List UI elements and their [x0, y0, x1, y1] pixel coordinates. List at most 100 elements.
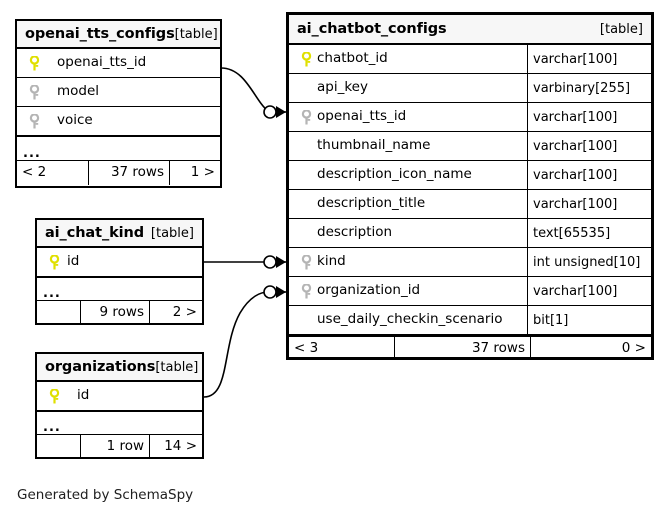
column-name-cell: description_title: [289, 190, 527, 218]
column-name-cell: api_key: [289, 74, 527, 102]
next-page-button[interactable]: 0 >: [530, 337, 651, 360]
column-name: openai_tts_id: [57, 54, 147, 71]
table-row[interactable]: api_key varbinary[255]: [289, 74, 651, 103]
next-page-button[interactable]: 1 >: [169, 161, 220, 185]
table-ai-chatbot-configs[interactable]: ai_chatbot_configs [table] chatbot_id va…: [286, 12, 654, 360]
table-row[interactable]: thumbnail_name varchar[100]: [289, 132, 651, 161]
generated-by-label: Generated by SchemaSpy: [17, 487, 194, 503]
more-columns-indicator: ...: [37, 411, 202, 435]
next-page-button[interactable]: 14 >: [149, 435, 202, 458]
prev-page-button[interactable]: < 2: [22, 164, 47, 181]
table-title: organizations: [45, 358, 156, 375]
column-name-cell: description: [289, 219, 527, 247]
column-name-cell: kind: [289, 248, 527, 276]
table-openai-tts-configs[interactable]: openai_tts_configs [table] openai_tts_id: [15, 19, 222, 188]
row-count-label: 1 row: [80, 435, 149, 458]
table-row[interactable]: description_title varchar[100]: [289, 190, 651, 219]
table-type-tag: [table]: [150, 225, 194, 241]
table-row[interactable]: kind int unsigned[10]: [289, 248, 651, 277]
column-name-cell: id: [37, 248, 202, 276]
column-name: openai_tts_id: [317, 108, 407, 125]
column-name: voice: [57, 112, 93, 129]
column-type: varchar[100]: [527, 45, 651, 73]
table-header-organizations: organizations [table]: [37, 354, 202, 382]
column-type: int unsigned[10]: [527, 248, 651, 276]
table-footer-openai-tts-configs: < 2 37 rows 1 >: [17, 161, 220, 185]
column-name-cell: thumbnail_name: [289, 132, 527, 160]
primary-key-icon: [43, 254, 65, 270]
prev-page-button[interactable]: [37, 301, 80, 324]
table-row[interactable]: openai_tts_id: [17, 49, 220, 78]
table-footer-ai-chat-kind: 9 rows 2 >: [37, 301, 202, 324]
cardinality-markers: [263, 105, 286, 299]
column-name: organization_id: [317, 282, 421, 299]
column-type: text[65535]: [527, 219, 651, 247]
column-name: id: [67, 253, 80, 270]
next-page-button[interactable]: 2 >: [149, 301, 202, 324]
column-name-cell: use_daily_checkin_scenario: [289, 306, 527, 334]
edge-openai-tts: [220, 67, 269, 112]
prev-page-button[interactable]: [37, 435, 80, 458]
column-name-cell: openai_tts_id: [289, 103, 527, 131]
table-row[interactable]: chatbot_id varchar[100]: [289, 45, 651, 74]
prev-page-button[interactable]: < 3: [294, 339, 319, 356]
table-row[interactable]: use_daily_checkin_scenario bit[1]: [289, 306, 651, 335]
column-name-cell: id: [37, 382, 202, 410]
column-name: use_daily_checkin_scenario: [317, 311, 503, 328]
table-row[interactable]: openai_tts_id varchar[100]: [289, 103, 651, 132]
table-organizations[interactable]: organizations [table] id ... 1 row 14 >: [35, 352, 204, 459]
row-count-label: 37 rows: [394, 337, 530, 360]
more-columns-indicator: ...: [37, 277, 202, 301]
table-row[interactable]: description text[65535]: [289, 219, 651, 248]
column-name: description_title: [317, 195, 426, 212]
foreign-key-icon: [295, 254, 317, 270]
table-row[interactable]: id: [37, 248, 202, 277]
column-name-cell: organization_id: [289, 277, 527, 305]
table-title: ai_chat_kind: [45, 224, 145, 241]
table-row[interactable]: id: [37, 382, 202, 411]
column-type: varchar[100]: [527, 132, 651, 160]
column-name: description: [317, 224, 393, 241]
column-type: bit[1]: [527, 306, 651, 334]
column-name: kind: [317, 253, 346, 270]
primary-key-icon: [23, 55, 45, 71]
foreign-key-icon: [295, 283, 317, 299]
foreign-key-icon: [295, 109, 317, 125]
column-name-cell: model: [17, 78, 220, 106]
column-name-cell: chatbot_id: [289, 45, 527, 73]
table-title: ai_chatbot_configs: [297, 20, 447, 37]
column-name: chatbot_id: [317, 50, 388, 67]
edge-organizations: [203, 291, 269, 398]
table-row[interactable]: description_icon_name varchar[100]: [289, 161, 651, 190]
column-name-cell: description_icon_name: [289, 161, 527, 189]
column-type: varchar[100]: [527, 277, 651, 305]
column-name-cell: voice: [17, 107, 220, 135]
column-name: description_icon_name: [317, 166, 472, 183]
row-count-label: 9 rows: [80, 301, 149, 324]
table-header-ai-chatbot-configs: ai_chatbot_configs [table]: [289, 15, 651, 45]
column-name: id: [77, 387, 90, 404]
more-columns-indicator: ...: [17, 136, 220, 161]
table-row[interactable]: organization_id varchar[100]: [289, 277, 651, 306]
table-row[interactable]: voice: [17, 107, 220, 136]
table-title: openai_tts_configs: [25, 25, 175, 42]
table-row[interactable]: model: [17, 78, 220, 107]
table-footer-ai-chatbot-configs: < 3 37 rows 0 >: [289, 335, 651, 360]
column-name: api_key: [317, 79, 368, 96]
table-type-tag: [table]: [599, 21, 643, 37]
foreign-key-icon: [23, 84, 45, 100]
foreign-key-icon: [23, 113, 45, 129]
column-name: thumbnail_name: [317, 137, 431, 154]
column-type: varchar[100]: [527, 103, 651, 131]
table-type-tag: [table]: [155, 359, 199, 375]
primary-key-icon: [43, 388, 65, 404]
primary-key-icon: [295, 51, 317, 67]
table-header-openai-tts-configs: openai_tts_configs [table]: [17, 21, 220, 49]
column-type: varchar[100]: [527, 161, 651, 189]
column-type: varchar[100]: [527, 190, 651, 218]
table-ai-chat-kind[interactable]: ai_chat_kind [table] id ... 9 rows 2 >: [35, 218, 204, 325]
table-type-tag: [table]: [174, 26, 218, 42]
row-count-label: 37 rows: [88, 161, 169, 185]
